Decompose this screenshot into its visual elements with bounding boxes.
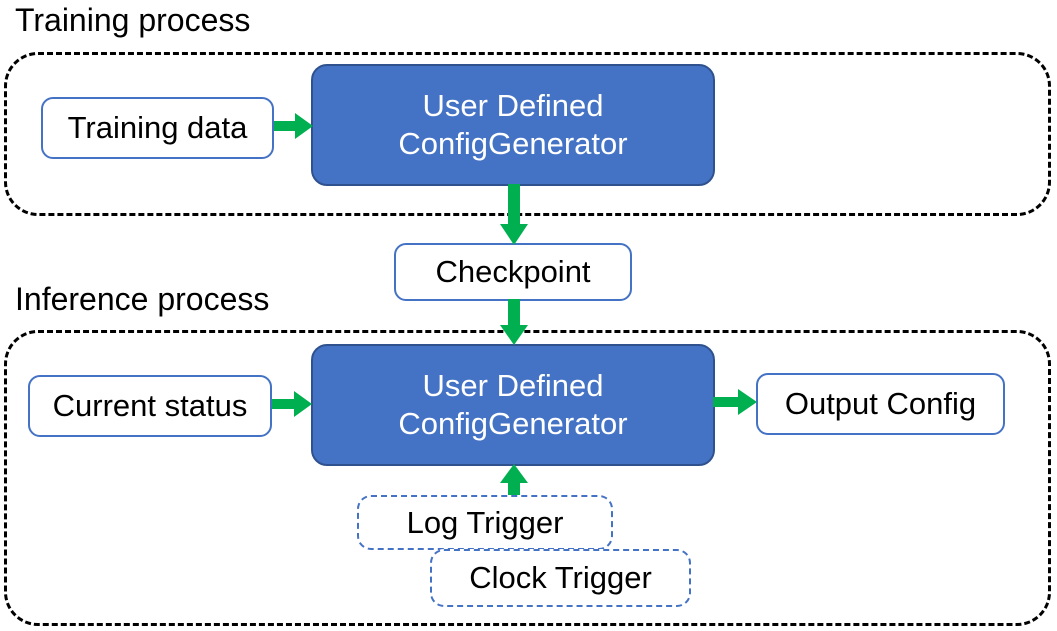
node-log-trigger-label: Log Trigger (406, 504, 564, 540)
node-current-status[interactable]: Current status (28, 375, 272, 437)
node-training-data[interactable]: Training data (41, 97, 274, 159)
node-output-config[interactable]: Output Config (756, 373, 1005, 435)
node-current-status-label: Current status (52, 388, 248, 423)
node-clock-trigger-label: Clock Trigger (469, 560, 652, 595)
node-inference-config-generator-label-line2: ConfigGenerator (398, 406, 628, 441)
arrow-log-trigger-to-inference-generator (498, 464, 530, 500)
node-log-trigger[interactable]: Log Trigger (357, 495, 613, 550)
arrow-current-status-to-inference-generator (272, 388, 313, 420)
inference-process-caption: Inference process (15, 281, 270, 317)
training-process-caption: Training process (15, 2, 251, 38)
arrow-checkpoint-to-inference-generator (498, 299, 530, 346)
arrow-training-generator-to-checkpoint (498, 184, 530, 246)
inference-process-container (4, 330, 1051, 626)
node-output-config-label: Output Config (784, 386, 977, 421)
training-process-container (4, 52, 1051, 216)
arrow-training-data-to-generator (274, 110, 314, 142)
node-training-config-generator-label-line1: User Defined (422, 88, 604, 123)
node-training-config-generator[interactable]: User Defined ConfigGenerator (311, 64, 715, 186)
node-training-config-generator-label-line2: ConfigGenerator (398, 126, 628, 161)
node-clock-trigger[interactable]: Clock Trigger (430, 549, 691, 607)
node-training-data-label: Training data (67, 110, 248, 145)
arrow-inference-generator-to-output-config (713, 386, 758, 418)
node-inference-config-generator-label-line1: User Defined (422, 368, 604, 403)
node-checkpoint[interactable]: Checkpoint (394, 243, 632, 301)
node-inference-config-generator[interactable]: User Defined ConfigGenerator (311, 344, 715, 466)
node-checkpoint-label: Checkpoint (435, 254, 591, 289)
